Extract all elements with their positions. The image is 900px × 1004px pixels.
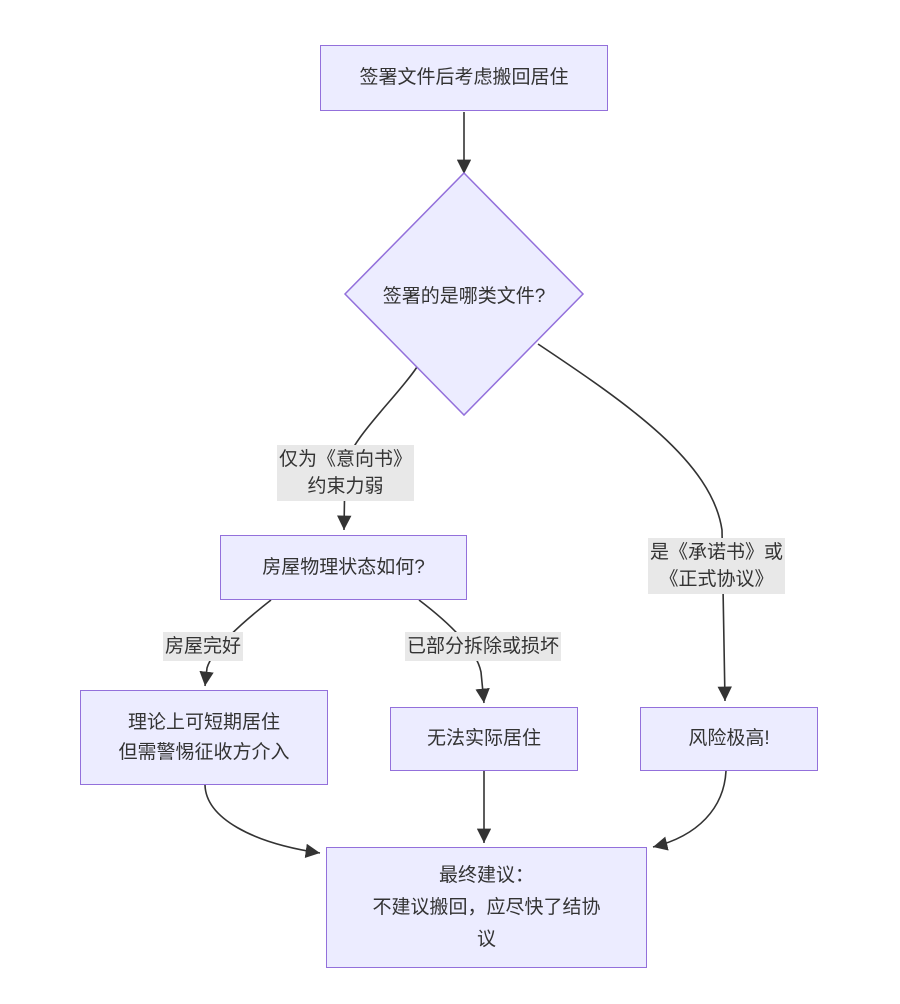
edge-label-house-damaged: 已部分拆除或损坏 <box>405 632 562 661</box>
node-house-condition: 房屋物理状态如何? <box>220 535 467 600</box>
node-start-label: 签署文件后考虑搬回居住 <box>359 67 569 88</box>
edge-high-risk-to-final <box>652 770 727 851</box>
node-final-line1: 最终建议： <box>438 864 534 886</box>
edge-label-intent-letter: 仅为《意向书》 约束力弱 <box>277 445 415 501</box>
node-start: 签署文件后考虑搬回居住 <box>320 45 608 111</box>
edge-short-stay-to-final <box>204 784 321 859</box>
node-outcome-cannot-live: 无法实际居住 <box>390 707 578 771</box>
edge-label-intent-line1: 仅为《意向书》 <box>279 449 413 470</box>
node-outcome-short-stay: 理论上可短期居住 但需警惕征收方介入 <box>80 690 328 785</box>
edge-label-formal-line1: 是《承诺书》或 <box>650 542 784 563</box>
node-high-risk-label: 风险极高! <box>688 728 770 749</box>
decision-diamond-shape <box>343 171 585 417</box>
edge-label-house-intact-text: 房屋完好 <box>165 636 242 657</box>
edge-label-formal-agreement: 是《承诺书》或 《正式协议》 <box>648 538 786 594</box>
node-final-line2: 不建议搬回，应尽快了结协议 <box>372 896 601 950</box>
node-short-stay-line2: 但需警惕征收方介入 <box>118 741 290 763</box>
node-house-condition-label: 房屋物理状态如何? <box>262 556 425 578</box>
node-decision-doc-type: 签署的是哪类文件? <box>354 274 574 314</box>
edge-label-intent-line2: 约束力弱 <box>307 476 384 497</box>
node-final-advice: 最终建议： 不建议搬回，应尽快了结协议 <box>326 847 647 968</box>
node-final-advice-text: 最终建议： 不建议搬回，应尽快了结协议 <box>367 860 607 956</box>
edge-label-house-intact: 房屋完好 <box>163 632 244 661</box>
node-decision-label: 签署的是哪类文件? <box>382 285 546 307</box>
edge-decision-to-high-risk <box>537 343 732 702</box>
edge-label-house-damaged-text: 已部分拆除或损坏 <box>407 636 560 657</box>
edge-label-formal-line2: 《正式协议》 <box>659 569 774 590</box>
node-outcome-high-risk: 风险极高! <box>640 707 818 771</box>
node-short-stay-line1: 理论上可短期居住 <box>127 711 280 733</box>
node-cannot-live-label: 无法实际居住 <box>426 728 541 749</box>
